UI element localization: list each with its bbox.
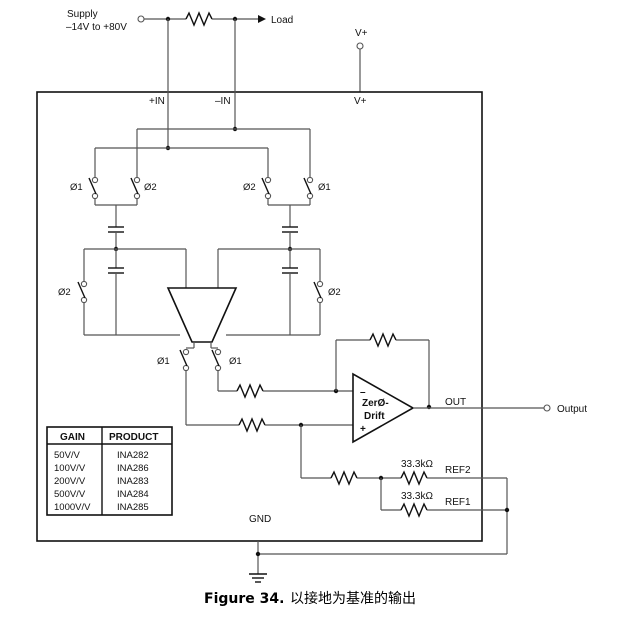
table-cell-gain: 200V/V [54,476,86,487]
zero-drift-amplifier [352,372,415,444]
switch-bottom-right-phi1 [211,348,222,372]
label-phi1: Ø1 [318,182,331,193]
table-cell-product: INA283 [117,476,149,487]
ground-symbol [249,573,267,583]
input-capacitor-right [282,226,298,233]
table-cell-gain: 500V/V [54,489,86,500]
label-phi2: Ø2 [243,182,256,193]
ref2-resistor [400,470,428,486]
switch-right-phi2 [261,176,272,200]
supply-range-label: –14V to +80V [66,22,127,33]
plus-in-pin: +IN [149,96,165,107]
ref1-pin-label: REF1 [445,497,471,508]
figure-number: Figure 34. [204,591,284,607]
load-label: Load [271,15,293,26]
table-cell-gain: 50V/V [54,450,81,461]
supply-terminal [137,15,145,23]
ref1-resistor-value: 33.3kΩ [401,491,433,502]
ref2-resistor-value: 33.3kΩ [401,459,433,470]
label-phi1: Ø1 [70,182,83,193]
input-resistor-lower [238,417,266,433]
table-cell-product: INA285 [117,502,149,513]
table-cell-product: INA284 [117,489,149,500]
gnd-pin-label: GND [249,514,271,525]
supply-load-line: Supply –14V to +80V Load [66,9,293,33]
vplus-supply: V+ [355,28,368,92]
figure-caption: 以接地为基准的输出 [290,590,416,607]
switch-left-phi2 [130,176,141,200]
vplus-outside-label: V+ [355,28,368,39]
switch-side-right-phi2 [313,280,324,304]
ref-resistor-series [330,470,358,486]
switch-bottom-left-phi1 [179,348,190,372]
amp-minus-sign: – [360,387,366,398]
table-header-gain: GAIN [60,432,85,443]
label-phi1: Ø1 [229,356,242,367]
label-phi2: Ø2 [328,287,341,298]
gain-product-table: GAIN PRODUCT 50V/V INA282 100V/V INA286 … [46,426,173,516]
amp-plus-sign: + [360,424,366,435]
load-arrow [258,15,266,23]
input-capacitor-left [108,226,124,233]
shunt-resistor [185,11,213,27]
table-cell-product: INA282 [117,450,149,461]
ref2-pin-label: REF2 [445,465,471,476]
ic-package-box [36,91,483,542]
vplus-pin: V+ [354,96,367,107]
switch-right-phi1 [303,176,314,200]
output-terminal [543,404,551,412]
ref1-resistor [400,502,428,518]
table-cell-gain: 1000V/V [54,502,91,513]
amp-name-line2: Drift [364,411,385,422]
feedback-resistor [369,332,397,348]
switch-left-phi1 [88,176,99,200]
hold-capacitor-right [282,267,298,274]
supply-label: Supply [67,9,98,20]
label-phi2: Ø2 [144,182,157,193]
input-resistor-upper [236,383,264,399]
amp-name-line1: ZerØ- [362,398,389,409]
hold-capacitor-left [108,267,124,274]
auto-zero-amplifier [166,287,238,343]
table-header-product: PRODUCT [109,432,158,443]
vplus-terminal [356,42,364,50]
switch-side-left-phi2 [77,280,88,304]
label-phi1: Ø1 [157,356,170,367]
label-phi2: Ø2 [58,287,71,298]
output-label: Output [557,404,587,415]
out-pin-label: OUT [445,397,466,408]
minus-in-pin: –IN [215,96,231,107]
table-cell-gain: 100V/V [54,463,86,474]
table-cell-product: INA286 [117,463,149,474]
